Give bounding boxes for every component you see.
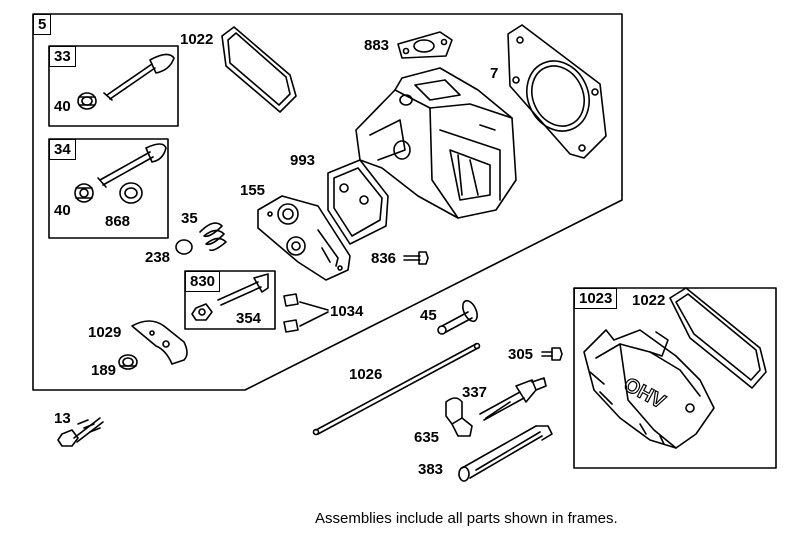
cover-logo-text: OHV [620,374,669,414]
screw-305-icon [541,347,563,361]
valve-33-icon [103,53,175,101]
frame-label-34: 34 [49,139,76,160]
rocker-cover-gasket-1022-icon [221,26,297,113]
rocker-arm-1029-icon [131,320,188,365]
part-label-35: 35 [181,210,198,227]
head-gasket-7-icon [507,24,607,159]
gasket-993-icon [327,159,389,245]
part-label-238: 238 [145,249,171,266]
part-label-40b: 40 [54,202,71,219]
part-label-883: 883 [364,37,390,54]
part-label-7: 7 [490,65,499,82]
valve-rotator-868-icon [119,182,143,204]
valve-assembly-33-frame [48,45,179,127]
part-label-155: 155 [240,182,266,199]
part-label-868: 868 [105,213,131,230]
push-rod-1026-icon [312,342,481,436]
rocker-cover-icon [583,329,715,449]
frame-label-33: 33 [49,46,76,67]
valve-assembly-34-frame [48,138,169,239]
screw-assembly-830-frame [184,270,276,330]
cover-assembly-1023-frame [573,287,777,469]
spark-plug-337-icon [479,377,547,421]
cylinder-head-icon [355,67,517,219]
part-label-1022a: 1022 [180,31,214,48]
nut-354-icon [191,303,213,321]
bolt-13-icon [57,417,104,447]
part-label-13: 13 [54,410,71,427]
retainer-189-icon [118,354,138,370]
valve-seal-40b-icon [74,183,94,203]
rocker-cover-gasket-1022b-icon [669,287,767,389]
guide-plate-1034-icon [283,293,329,333]
cap-238-icon [175,239,193,255]
part-label-45: 45 [420,307,437,324]
tappet-45-icon [437,299,478,335]
breather-cover-155-icon [257,195,351,281]
valve-seal-40a-icon [77,92,97,110]
intake-gasket-883-icon [397,31,453,59]
part-label-1029: 1029 [88,324,122,341]
frame-label-5: 5 [33,14,52,35]
part-label-836: 836 [371,250,397,267]
part-label-1022b: 1022 [632,292,666,309]
part-label-337: 337 [462,384,488,401]
part-label-1034: 1034 [330,303,364,320]
spark-plug-wire-383-icon [458,425,553,482]
rocker-stud-830-icon [217,273,269,306]
valve-spring-35-icon [199,222,227,252]
part-label-189: 189 [91,362,117,379]
part-label-1026: 1026 [349,366,383,383]
valve-34-icon [97,143,167,188]
spark-plug-boot-635-icon [445,397,473,437]
part-label-40a: 40 [54,98,71,115]
part-label-354: 354 [236,310,262,327]
screw-836-icon [403,251,429,265]
frame-label-830: 830 [185,271,221,292]
part-label-993: 993 [290,152,316,169]
main-assembly-frame [32,13,623,391]
assembly-note: Assemblies include all parts shown in fr… [315,510,618,527]
part-label-635: 635 [414,429,440,446]
part-label-383: 383 [418,461,444,478]
part-label-305: 305 [508,346,534,363]
frame-label-1023: 1023 [574,288,618,309]
